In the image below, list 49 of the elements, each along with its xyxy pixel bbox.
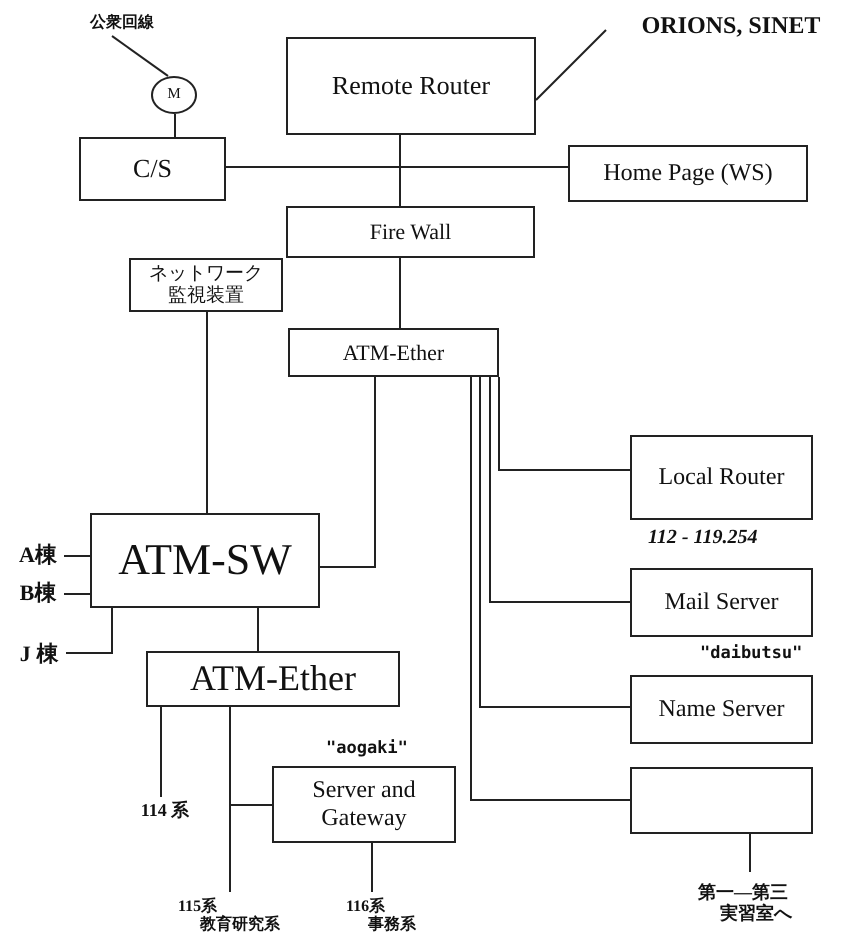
building-label: A棟 xyxy=(12,542,64,568)
connection-line xyxy=(111,35,169,77)
connection-line xyxy=(470,377,630,801)
connection-line xyxy=(160,707,162,797)
connection-line xyxy=(206,312,208,513)
server-box: C/S xyxy=(79,137,226,201)
converter-box: ATM-Ether xyxy=(146,651,400,707)
switch-box: ATM-SW xyxy=(90,513,320,608)
router-box: Remote Router xyxy=(286,37,536,135)
router-box: Local Router xyxy=(630,435,813,520)
host-name-label: "aogaki" xyxy=(326,738,408,758)
network-label: 115系 xyxy=(178,898,218,915)
server-box: Mail Server xyxy=(630,568,813,637)
network-label: ORIONS, SINET xyxy=(606,10,856,44)
server-box: Home Page (WS) xyxy=(568,145,808,202)
connection-line xyxy=(498,377,630,471)
building-label: B棟 xyxy=(12,580,64,606)
network-label: 教育研究系 xyxy=(200,916,280,934)
connection-line xyxy=(320,377,376,568)
connection-line xyxy=(64,593,90,595)
monitor-box: ネットワーク監視装置 xyxy=(129,258,283,312)
connection-line xyxy=(399,258,401,328)
line-label: 公衆回線 xyxy=(82,10,162,36)
connection-line xyxy=(66,608,113,654)
room-label: 実習室へ xyxy=(720,903,792,924)
connection-line xyxy=(479,377,630,708)
connection-line xyxy=(399,135,401,206)
host-name-label: "daibutsu" xyxy=(700,643,802,663)
firewall-box: Fire Wall xyxy=(286,206,535,258)
connection-line xyxy=(489,377,630,603)
network-label: 114 系 xyxy=(132,797,198,823)
address-label: 112 - 119.254 xyxy=(648,526,758,549)
connection-line xyxy=(64,555,90,557)
converter-box: ATM-Ether xyxy=(288,328,499,377)
connection-line xyxy=(371,843,373,892)
modem-circle: M xyxy=(151,76,197,114)
server-box: Name Server xyxy=(630,675,813,744)
server-box: Server and Gateway xyxy=(272,766,456,843)
connection-line xyxy=(226,166,568,168)
building-label: J 棟 xyxy=(12,640,66,668)
connection-line xyxy=(257,608,259,651)
network-label: 116系 xyxy=(346,898,386,916)
connection-line xyxy=(229,707,272,806)
connection-line xyxy=(749,834,751,872)
connection-line xyxy=(535,29,607,101)
connection-line xyxy=(174,114,176,137)
room-label: 第一―第三 xyxy=(698,882,788,903)
network-label: 事務系 xyxy=(368,916,416,934)
workstation-box xyxy=(630,767,813,834)
